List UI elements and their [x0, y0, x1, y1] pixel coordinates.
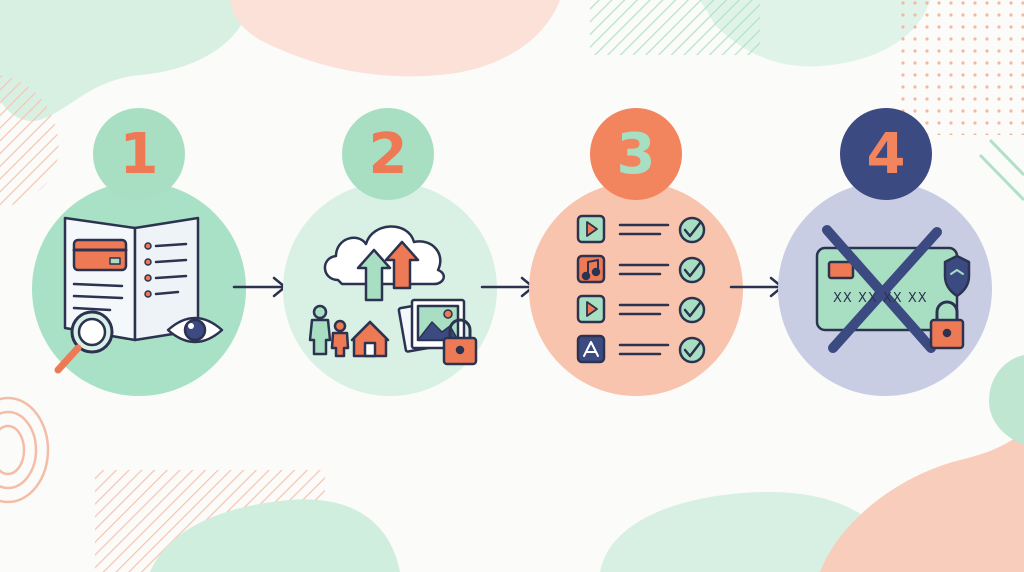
document-review-icon — [54, 216, 224, 374]
cloud-backup-icon — [308, 225, 478, 366]
cancel-card-icon: XX XX XX XX — [815, 225, 971, 353]
step-1-number: 1 — [119, 121, 159, 187]
blob-bottom-mint — [150, 499, 400, 572]
card-mask-text: XX XX XX XX — [833, 291, 928, 306]
hatch-top-center — [590, 0, 760, 55]
app-store-icon — [576, 334, 706, 364]
step-2-number: 2 — [368, 121, 408, 187]
blob-top-left — [0, 0, 250, 121]
video-app-icon — [576, 214, 706, 244]
step-3-circle — [529, 182, 743, 396]
rings-left — [0, 396, 50, 504]
blob-top-peach — [230, 0, 560, 77]
step-4-number: 4 — [866, 121, 906, 187]
music-app-icon — [576, 254, 706, 284]
upload-arrow-mint — [356, 248, 392, 302]
step-3-badge: 3 — [590, 108, 682, 200]
blob-left-peach — [0, 75, 59, 208]
blob-right-mint — [989, 355, 1024, 445]
blob-bottom-center — [600, 491, 905, 572]
step-1-badge: 1 — [93, 108, 185, 200]
step-2-badge: 2 — [342, 108, 434, 200]
step-3-number: 3 — [616, 121, 656, 187]
subscriptions-checklist-icon — [576, 214, 706, 364]
lines-right-edge — [978, 138, 1024, 202]
dots-top-right — [900, 0, 1024, 135]
shield-icon — [943, 254, 971, 298]
arrow-1-to-2 — [232, 276, 287, 298]
step-4-badge: 4 — [840, 108, 932, 200]
play-app-icon — [576, 294, 706, 324]
upload-arrow-orange — [384, 240, 420, 290]
blob-bottom-right — [820, 430, 1024, 572]
